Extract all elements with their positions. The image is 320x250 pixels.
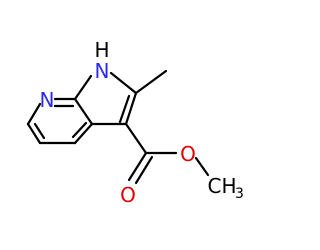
nh-hydrogen-label: H [94, 38, 109, 62]
bond-carbonyl-o-double-b [134, 155, 154, 185]
bond-c2-c3-double [118, 94, 131, 124]
ester-methyl-subscript: 3 [235, 186, 244, 202]
bond-c4-c3a-double [71, 121, 88, 139]
ester-oxygen-label: O [180, 142, 196, 166]
pyridine-nitrogen-label: N [40, 88, 55, 112]
bond-n1-c2 [109, 71, 138, 95]
bond-c6-c5-double [33, 122, 46, 140]
bond-c6-c5 [26, 122, 42, 145]
bond-c3a-c7a [73, 97, 94, 126]
bond-c2-c3 [124, 91, 138, 126]
bond-carbonyl-o-double-a [127, 151, 148, 182]
bond-c7a-n1 [73, 74, 93, 101]
bond-c3-carbonyl [124, 122, 148, 155]
bond-n7-c6 [26, 102, 42, 126]
molecule-structure: N N H O O CH 3 [26, 38, 244, 207]
bonds [26, 69, 210, 185]
structure-canvas: N N H O O CH 3 [26, 38, 244, 207]
carbonyl-oxygen-label: O [120, 183, 136, 207]
ester-methyl-label: CH [207, 174, 236, 198]
bond-c2-methyl [134, 69, 168, 95]
bond-o-methyl [194, 156, 210, 177]
bond-c4-c3a [73, 122, 94, 145]
nh-nitrogen-label: N [95, 59, 110, 83]
